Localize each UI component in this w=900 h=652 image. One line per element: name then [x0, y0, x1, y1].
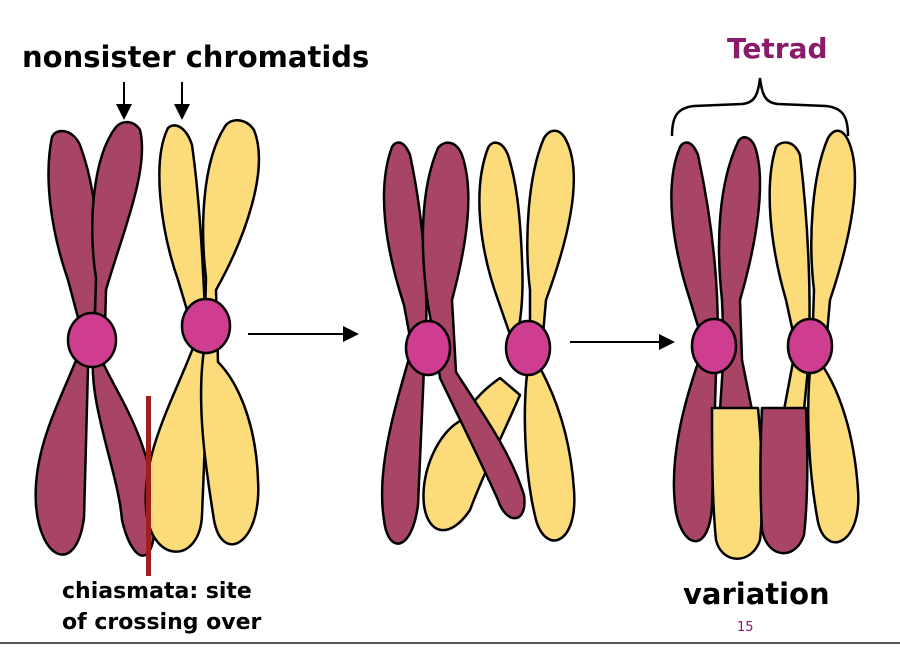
chromatid-maroon-recombinant-bottom: [759, 406, 809, 555]
tetrad-label: Tetrad: [727, 32, 828, 65]
tetrad-bracket: [670, 77, 850, 137]
chromatid-yellow-recombinant-bottom: [710, 406, 764, 560]
chiasma-marker-line: [146, 396, 151, 576]
page-number: 15: [737, 620, 754, 635]
chromatid-yellow-1: [144, 124, 210, 553]
chromatid-yellow-2: [199, 119, 261, 546]
chiasmata-label-line-1: chiasmata: site: [62, 579, 252, 604]
centromere-6: [786, 317, 834, 375]
chromatid-yellow-4: [523, 129, 576, 542]
nonsister-chromatids-label: nonsister chromatids: [22, 40, 370, 74]
chromatid-yellow-3: [478, 141, 524, 348]
chiasmata-label-line-2: of crossing over: [62, 610, 262, 635]
panel-1-homologous-pair: [34, 119, 261, 557]
chromatid-maroon-1: [34, 129, 99, 556]
chromatid-maroon-4: [421, 141, 526, 520]
centromere-4: [504, 319, 552, 377]
chromatid-yellow-6: [806, 129, 860, 544]
centromere-2: [180, 297, 232, 355]
chiasmata-label: chiasmata: site of crossing over: [62, 576, 302, 638]
nonsister-pointer-arrows: [116, 82, 190, 120]
panel-3-recombinant-tetrad: [670, 129, 860, 560]
centromere-3: [404, 319, 452, 377]
chromatid-maroon-5: [670, 141, 720, 543]
variation-label: variation: [683, 577, 830, 611]
panel-2-crossing-over: [380, 129, 576, 545]
centromere-1: [66, 311, 118, 369]
bottom-rule-divider: [0, 642, 900, 644]
chromatid-maroon-3: [380, 141, 428, 545]
centromere-5: [690, 317, 738, 375]
